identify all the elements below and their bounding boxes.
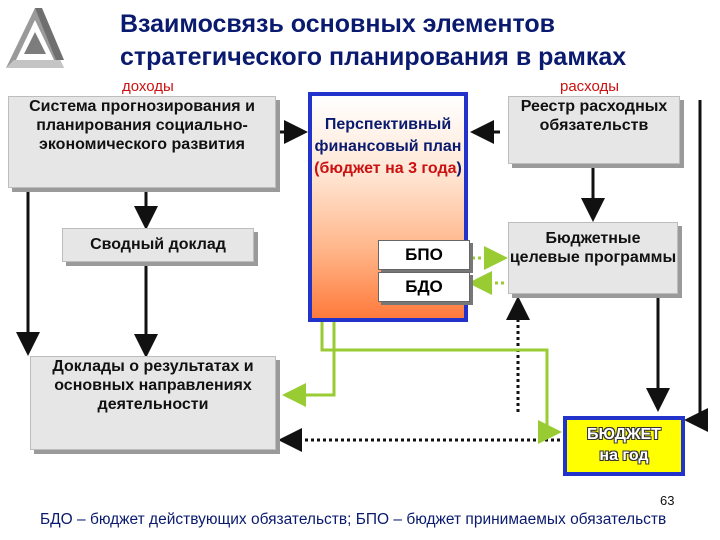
slide-title-line2: стратегического планирования в рамках xyxy=(120,43,627,71)
financial-plan-close: ) xyxy=(456,160,462,177)
bpo-label: БПО xyxy=(405,245,443,264)
financial-plan-label: Перспективный финансовый план (бюджет на… xyxy=(312,96,464,180)
registry-label: Реестр расходных обязательств xyxy=(520,98,668,134)
financial-plan-title: Перспективный финансовый план xyxy=(314,116,462,155)
page-number: 63 xyxy=(660,493,675,508)
reports-label: Доклады о результатах и основных направл… xyxy=(52,358,254,413)
programs-label: Бюджетные целевые программы xyxy=(509,230,677,266)
bdo-label: БДО xyxy=(405,277,443,296)
footer-note: БДО – бюджет действующих обязательств; Б… xyxy=(40,511,667,528)
slide-title: Взаимосвязь основных элементов стратегич… xyxy=(120,8,720,74)
programs-box: Бюджетные целевые программы xyxy=(508,222,678,294)
summary-report-label: Сводный доклад xyxy=(90,236,226,253)
financial-plan-years: (бюджет на 3 года xyxy=(314,160,457,177)
penrose-triangle-logo-icon xyxy=(6,8,64,68)
budget-line1: БЮДЖЕТ xyxy=(587,426,661,443)
forecast-system-box: Система прогнозирования и планирования с… xyxy=(8,96,276,188)
green-arrow-plan-to-budget xyxy=(320,322,562,444)
summary-report-box: Сводный доклад xyxy=(62,228,254,262)
slide-title-line1: Взаимосвязь основных элементов xyxy=(120,10,556,38)
expenses-label: расходы xyxy=(560,78,620,95)
reports-box: Доклады о результатах и основных направл… xyxy=(30,356,276,450)
green-arrow-plan-to-reports xyxy=(282,322,336,407)
bdo-box: БДО xyxy=(378,272,470,302)
bpo-box: БПО xyxy=(378,240,470,270)
forecast-system-label: Система прогнозирования и планирования с… xyxy=(29,98,255,153)
budget-line2: на год xyxy=(599,447,649,464)
registry-box: Реестр расходных обязательств xyxy=(508,96,680,164)
arrow-right-down xyxy=(684,100,708,432)
income-label: доходы xyxy=(122,78,174,95)
budget-box: БЮДЖЕТ на год xyxy=(563,416,685,476)
